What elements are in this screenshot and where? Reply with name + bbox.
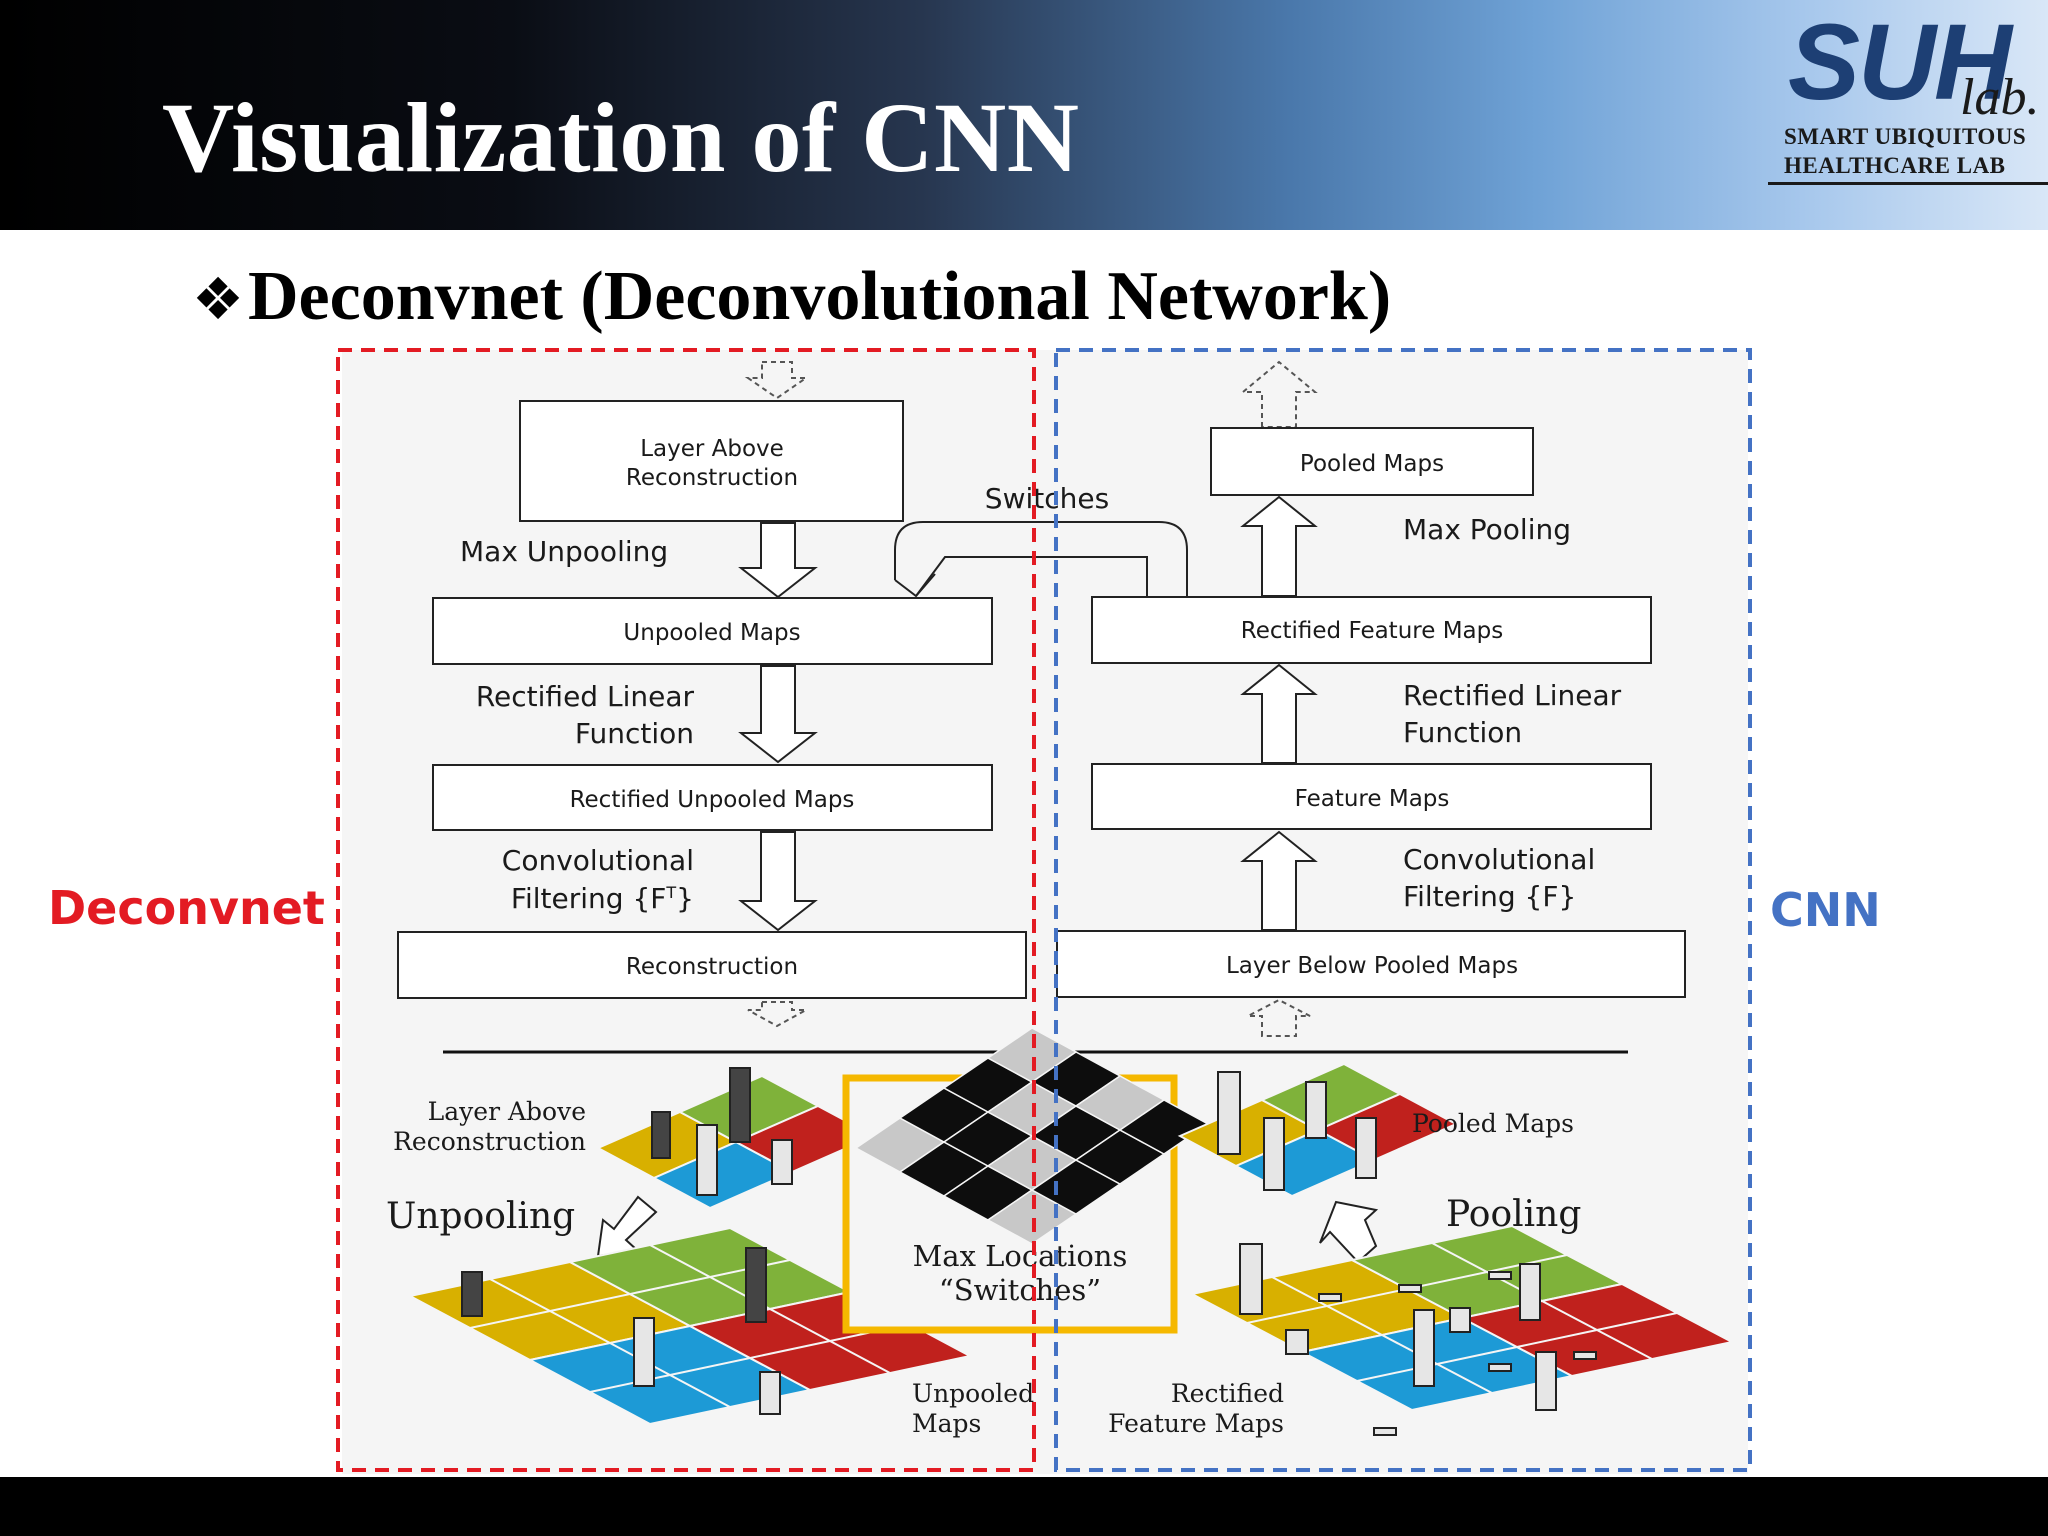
slide-title: Visualization of CNN	[162, 82, 1080, 193]
dotted-arrow-icon	[1240, 360, 1318, 428]
up-arrow-icon	[1240, 830, 1318, 931]
unpooled-maps-label: Unpooled Maps	[623, 620, 800, 646]
activation-bar	[771, 1139, 793, 1185]
diamond-bullet-icon: ❖	[192, 265, 244, 333]
activation-bar	[633, 1317, 655, 1387]
grid-line	[469, 1259, 791, 1329]
layer-below-pooled-maps-box	[1056, 930, 1686, 998]
cnn-side-label: CNN	[1770, 883, 1881, 937]
diagonal-up-arrow-icon	[1319, 1200, 1379, 1264]
logo-line-1: SMART UBIQUITOUS	[1784, 124, 2027, 149]
rectified-unpooled-maps-box	[432, 764, 993, 831]
max-unpooling-label: Max Unpooling	[460, 535, 668, 568]
activation-bar	[696, 1124, 718, 1196]
unpooled-maps-text-1: Unpooled	[912, 1379, 1034, 1408]
activation-marker	[1398, 1284, 1422, 1293]
switches-connector-tip	[894, 573, 936, 598]
convolutional-filtering-label-left-1: Convolutional	[502, 844, 694, 877]
activation-bar	[1263, 1117, 1285, 1191]
layer-above-label-1: Layer Above	[640, 436, 784, 462]
activation-bar	[759, 1371, 781, 1415]
deconvnet-side-label: Deconvnet	[48, 881, 325, 935]
rectified-feature-maps-text-2: Feature Maps	[1108, 1409, 1284, 1438]
up-arrow-icon	[1240, 663, 1318, 764]
logo-line-2: HEALTHCARE LAB	[1784, 153, 2006, 178]
layer-below-pooled-maps-label: Layer Below Pooled Maps	[1226, 953, 1518, 979]
activation-bar	[729, 1067, 751, 1143]
activation-bar	[1519, 1263, 1541, 1321]
activation-bar	[651, 1111, 671, 1159]
dotted-arrow-icon	[1247, 998, 1311, 1037]
rectified-linear-label-left-2: Function	[575, 717, 694, 750]
convolutional-filtering-label-left-2: Filtering {FT}	[511, 882, 694, 915]
up-arrow-icon	[1240, 495, 1318, 597]
activation-bar	[1355, 1117, 1377, 1179]
rectified-feature-maps-label: Rectified Feature Maps	[1241, 618, 1503, 644]
unpooling-text: Unpooling	[386, 1196, 575, 1237]
convolutional-filtering-label-right-1: Convolutional	[1403, 843, 1595, 876]
activation-bar	[1239, 1243, 1263, 1315]
unpooled-maps-box	[432, 597, 993, 665]
reconstruction-label: Reconstruction	[626, 954, 798, 980]
layer-above-text-1: Layer Above	[428, 1097, 586, 1126]
down-arrow-icon	[738, 522, 818, 599]
switches-label: Switches	[985, 482, 1109, 515]
pooled-maps-label: Pooled Maps	[1300, 451, 1444, 477]
switches-grid	[854, 1027, 1210, 1245]
max-locations-text-2: “Switches”	[939, 1273, 1101, 1307]
unpooled-maps-grid	[407, 1226, 973, 1426]
rectified-feature-maps-grid	[1189, 1224, 1735, 1436]
cnn-region-outline	[1054, 348, 1752, 1472]
activation-bar	[745, 1247, 767, 1323]
feature-maps-box	[1091, 763, 1652, 830]
logo-underline	[1768, 182, 2048, 185]
activation-bar	[1217, 1071, 1241, 1155]
activation-bar	[1285, 1329, 1309, 1355]
logo-name: SUH	[1788, 1, 2012, 122]
logo-suffix: lab.	[1960, 69, 2040, 126]
rectified-linear-label-right-2: Function	[1403, 716, 1522, 749]
activation-bar	[461, 1271, 483, 1317]
switches-connector	[894, 521, 1188, 597]
max-locations-text-1: Max Locations	[913, 1239, 1128, 1273]
unpooled-maps-text-2: Maps	[912, 1409, 981, 1438]
layer-above-grid	[595, 1067, 877, 1210]
activation-bar	[1449, 1307, 1471, 1333]
layer-above-text-2: Reconstruction	[393, 1127, 586, 1156]
layer-above-reconstruction-box	[519, 400, 904, 522]
activation-marker	[1573, 1351, 1597, 1360]
activation-marker	[1373, 1427, 1397, 1436]
deconvnet-region-outline	[336, 348, 1036, 1472]
down-arrow-icon	[738, 665, 818, 764]
max-pooling-label: Max Pooling	[1403, 513, 1571, 546]
rectified-feature-maps-text-1: Rectified	[1171, 1379, 1284, 1408]
rectified-unpooled-maps-label: Rectified Unpooled Maps	[570, 787, 855, 813]
dotted-arrow-icon	[747, 1001, 807, 1028]
down-arrow-icon	[738, 831, 818, 932]
activation-bar	[1535, 1351, 1557, 1411]
activation-marker	[1488, 1363, 1512, 1372]
rectified-linear-label-left-1: Rectified Linear	[476, 680, 695, 713]
section-heading: ❖Deconvnet (Deconvolutional Network)	[192, 262, 1391, 332]
pooled-maps-text: Pooled Maps	[1412, 1109, 1574, 1138]
header-banner: Visualization of CNN SUH lab. SMART UBIQ…	[0, 0, 2048, 230]
activation-bar	[1305, 1081, 1327, 1139]
activation-marker	[1318, 1293, 1342, 1302]
pooled-maps-grid	[1177, 1062, 1459, 1198]
lab-logo: SUH lab. SMART UBIQUITOUS HEALTHCARE LAB	[1760, 8, 2048, 190]
footer-bar	[0, 1477, 2048, 1536]
feature-maps-label: Feature Maps	[1295, 786, 1450, 812]
reconstruction-box	[397, 931, 1027, 999]
layer-above-label-2: Reconstruction	[626, 465, 798, 491]
rectified-linear-label-right-1: Rectified Linear	[1403, 679, 1622, 712]
grid-line	[1356, 1312, 1678, 1382]
activation-bar	[1413, 1309, 1435, 1387]
section-heading-text: Deconvnet (Deconvolutional Network)	[248, 258, 1392, 335]
pooled-maps-box	[1210, 427, 1534, 496]
rectified-feature-maps-box	[1091, 596, 1652, 664]
convolutional-filtering-label-right-2: Filtering {F}	[1403, 880, 1576, 913]
activation-marker	[1488, 1271, 1512, 1280]
